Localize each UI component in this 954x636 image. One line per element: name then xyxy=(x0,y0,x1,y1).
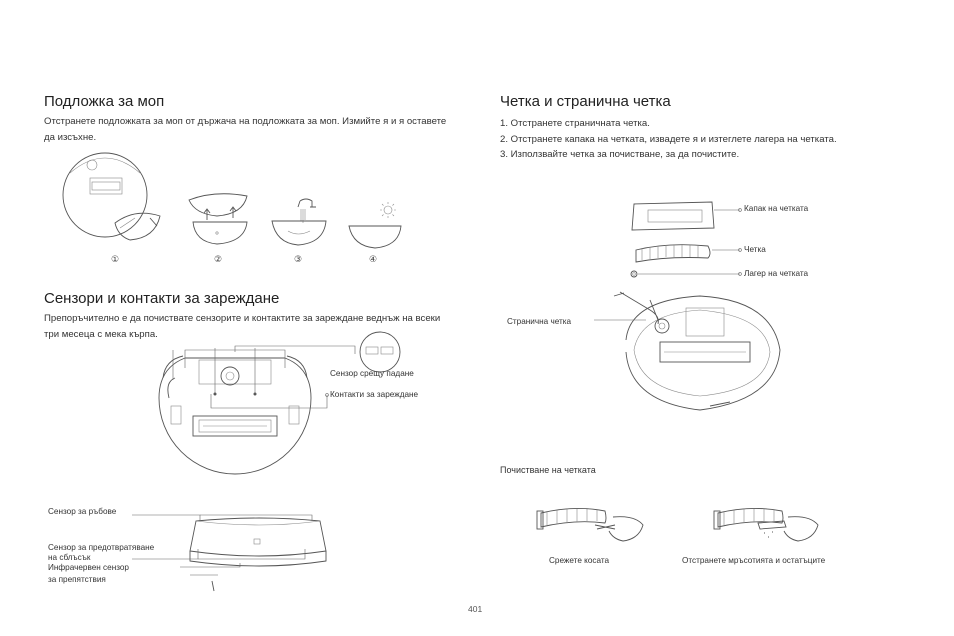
brush-cover-label: Капак на четката xyxy=(744,204,808,213)
brush-cleaning-title: Почистване на четката xyxy=(500,465,596,475)
brush-step-1: 1. Отстранете страничната четка. xyxy=(500,116,837,132)
charging-contacts-label: Контакти за зареждане xyxy=(330,390,418,399)
mop-pad-lift-illustration xyxy=(185,190,255,250)
brush-title: Четка и странична четка xyxy=(500,93,671,110)
step-number-1: ① xyxy=(111,254,119,265)
brush-bearing-label: Лагер на четката xyxy=(744,269,808,278)
ir-sensor-label-line2: за препятствия xyxy=(48,575,106,584)
cut-hair-label: Срежете косата xyxy=(549,556,609,565)
step-number-4: ④ xyxy=(369,254,377,265)
brush-label: Четка xyxy=(744,245,766,254)
brush-step-2: 2. Отстранете капака на четката, извадет… xyxy=(500,132,837,148)
collision-sensor-label-line1: Сензор за предотвратяване xyxy=(48,543,154,552)
sensors-title: Сензори и контакти за зареждане xyxy=(44,290,279,307)
robot-side-sensors-illustration xyxy=(130,505,340,595)
cut-hair-illustration xyxy=(535,495,645,545)
robot-bottom-sensors-illustration xyxy=(155,338,415,480)
mop-pad-drying-illustration xyxy=(345,198,405,250)
brush-steps-list: 1. Отстранете страничната четка. 2. Отст… xyxy=(500,116,837,163)
mop-removal-illustration xyxy=(60,148,170,248)
edge-sensor-label: Сензор за ръбове xyxy=(48,507,116,516)
mop-pad-instructions: Отстранете подложката за моп от държача … xyxy=(44,114,459,146)
cliff-sensor-label: Сензор срещу падане xyxy=(330,369,414,378)
brush-step-3: 3. Използвайте четка за почистване, за д… xyxy=(500,147,837,163)
mop-pad-washing-illustration xyxy=(270,195,330,250)
step-number-2: ② xyxy=(214,254,222,265)
collision-sensor-label-line2: на сблъсък xyxy=(48,553,90,562)
brush-parts-illustration xyxy=(628,198,748,284)
step-number-3: ③ xyxy=(294,254,302,265)
ir-sensor-label-line1: Инфрачервен сензор xyxy=(48,563,129,572)
remove-dirt-label: Отстранете мръсотията и остатъците xyxy=(682,556,825,565)
page-number: 401 xyxy=(468,604,482,614)
robot-side-brush-illustration xyxy=(590,290,790,420)
mop-pad-title: Подложка за моп xyxy=(44,93,164,110)
side-brush-label: Странична четка xyxy=(507,317,571,326)
remove-dirt-illustration xyxy=(712,495,822,545)
